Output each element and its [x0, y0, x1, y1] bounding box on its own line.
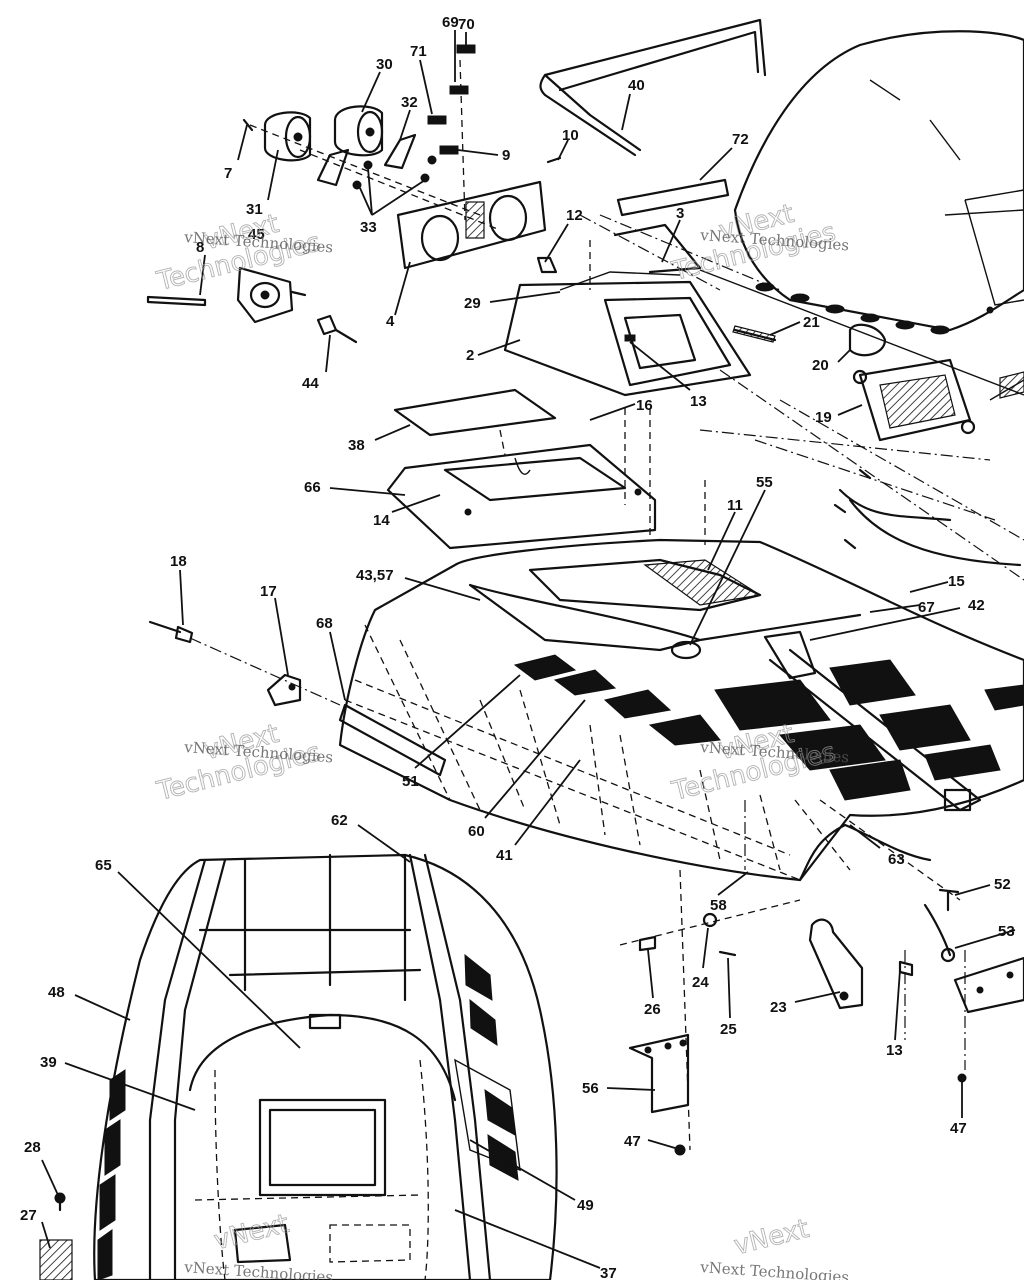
callout-40: 40 [628, 77, 645, 94]
callout-55: 55 [756, 474, 773, 491]
callout-2: 2 [466, 347, 474, 364]
leader-lines [41, 30, 1016, 1269]
callout-24: 24 [692, 974, 709, 991]
access-panel [386, 388, 657, 550]
trim-band [539, 18, 767, 157]
callout-13: 13 [690, 393, 707, 410]
headlight-assembly [732, 323, 1024, 567]
callout-11: 11 [727, 497, 743, 514]
callout-29: 29 [464, 295, 481, 312]
console-bezel [503, 178, 752, 397]
gauge-group [242, 44, 562, 274]
hardware-brackets [619, 799, 1024, 1156]
callout-56: 56 [582, 1080, 599, 1097]
watermark-logo-5a: vNext [211, 1209, 292, 1256]
key-switch [146, 266, 358, 344]
callout-labels: 69 70 30 71 32 40 9 10 72 7 31 33 3 8 45… [20, 14, 1015, 1280]
main-hood [338, 538, 1024, 882]
callout-15: 15 [948, 573, 965, 590]
watermark-logo-6a: vNext [731, 1214, 812, 1261]
windshield-mount-holes [755, 282, 994, 335]
hood-latch [148, 620, 341, 707]
callout-8: 8 [196, 239, 204, 256]
callout-39: 39 [40, 1054, 57, 1071]
callout-28: 28 [24, 1139, 41, 1156]
callout-69: 69 [442, 14, 459, 31]
callout-37: 37 [600, 1265, 617, 1280]
callout-10: 10 [562, 127, 579, 144]
callout-13b: 13 [886, 1042, 903, 1059]
callout-47a: 47 [624, 1133, 641, 1150]
callout-32: 32 [401, 94, 418, 111]
callout-31: 31 [246, 201, 263, 218]
callout-43-57: 43,57 [356, 567, 394, 584]
callout-49: 49 [577, 1197, 594, 1214]
callout-4: 4 [386, 313, 395, 330]
callout-53: 53 [998, 923, 1015, 940]
callout-3: 3 [676, 205, 684, 222]
callout-9: 9 [502, 147, 510, 164]
callout-66: 66 [304, 479, 321, 496]
callout-47b: 47 [950, 1120, 967, 1137]
callout-51: 51 [402, 773, 419, 790]
callout-14: 14 [373, 512, 390, 529]
callout-7: 7 [224, 165, 232, 182]
callout-33: 33 [360, 219, 377, 236]
callout-67: 67 [918, 599, 935, 616]
callout-21: 21 [803, 314, 820, 331]
callout-41: 41 [496, 847, 513, 864]
callout-25: 25 [720, 1021, 737, 1038]
callout-26: 26 [644, 1001, 661, 1018]
callout-68: 68 [316, 615, 333, 632]
callout-12: 12 [566, 207, 583, 224]
watermark-caption-6: vNext Technologies [699, 1258, 850, 1280]
callout-70: 70 [458, 16, 475, 33]
callout-30: 30 [376, 56, 393, 73]
callout-27: 27 [20, 1207, 37, 1224]
callout-71: 71 [410, 43, 427, 60]
callout-18: 18 [170, 553, 187, 570]
callout-58: 58 [710, 897, 727, 914]
callout-38: 38 [348, 437, 365, 454]
callout-52: 52 [994, 876, 1011, 893]
callout-23: 23 [770, 999, 787, 1016]
callout-20: 20 [812, 357, 829, 374]
callout-44: 44 [302, 375, 319, 392]
callout-62: 62 [331, 812, 348, 829]
callout-48: 48 [48, 984, 65, 1001]
lower-hood [39, 853, 558, 1280]
callout-16: 16 [636, 397, 653, 414]
callout-45: 45 [248, 226, 265, 243]
callout-42: 42 [968, 597, 985, 614]
callout-17: 17 [260, 583, 277, 600]
callout-60: 60 [468, 823, 485, 840]
callout-19: 19 [815, 409, 832, 426]
callout-63: 63 [888, 851, 905, 868]
alignment-lines [499, 214, 1024, 581]
callout-72: 72 [732, 131, 749, 148]
callout-65: 65 [95, 857, 112, 874]
